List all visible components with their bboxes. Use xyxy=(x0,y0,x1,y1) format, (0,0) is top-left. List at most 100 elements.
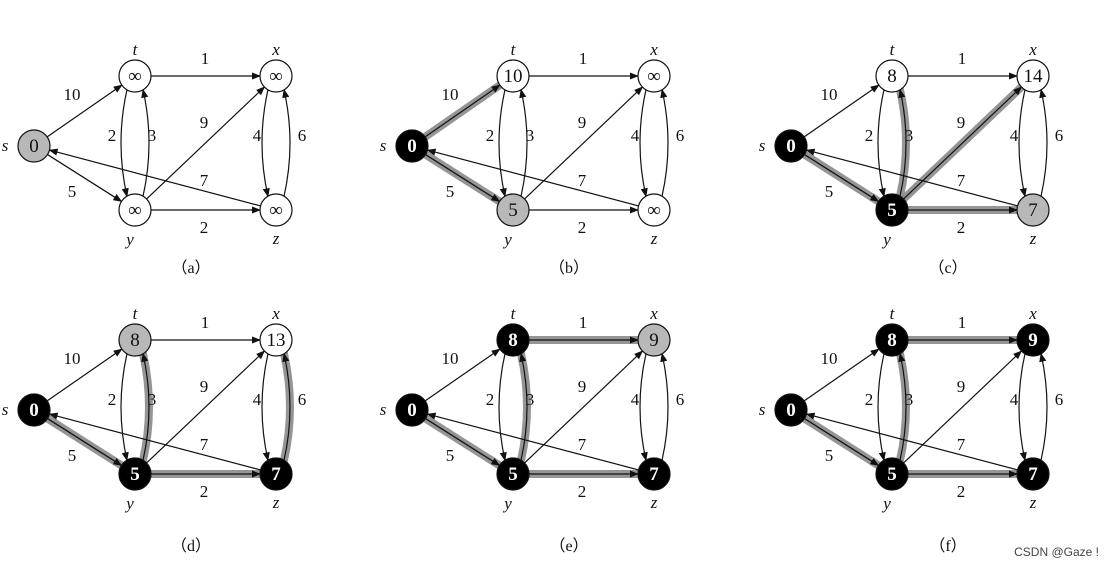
edge-weight-s-y: 5 xyxy=(825,446,834,465)
edge-weight-t-x: 1 xyxy=(958,313,967,332)
edge-weight-y-z: 2 xyxy=(578,218,587,237)
node-z xyxy=(259,457,293,491)
edge-x-z xyxy=(1018,89,1027,198)
node-t xyxy=(875,59,909,93)
edge-s-t xyxy=(803,348,880,402)
node-name-s: s xyxy=(759,400,766,419)
edge-weight-t-x: 1 xyxy=(201,49,210,68)
edge-z-x xyxy=(1039,352,1048,461)
edge-s-y xyxy=(47,154,123,202)
edge-weight-y-z: 2 xyxy=(957,218,966,237)
node-value-z: ∞ xyxy=(269,200,283,221)
edge-weight-x-z: 4 xyxy=(1010,390,1019,409)
edge-z-s xyxy=(48,412,261,471)
edge-weight-y-x: 9 xyxy=(957,377,966,396)
panel-caption: （f） xyxy=(929,537,966,555)
node-x xyxy=(259,323,293,357)
node-x xyxy=(1016,59,1050,93)
edge-weight-y-x: 9 xyxy=(578,113,587,132)
edge-s-t xyxy=(46,348,123,402)
edge-weight-y-t: 3 xyxy=(526,390,535,409)
panel-caption: （b） xyxy=(549,259,589,277)
edge-s-y xyxy=(47,418,123,466)
edge-weight-z-s: 7 xyxy=(957,171,966,190)
node-y xyxy=(875,193,909,227)
edge-weight-s-y: 5 xyxy=(446,182,455,201)
edge-y-x xyxy=(524,86,644,200)
node-name-s: s xyxy=(380,400,387,419)
edge-z-x xyxy=(282,352,291,461)
node-name-z: z xyxy=(272,493,280,512)
node-value-s: 0 xyxy=(786,136,796,157)
node-y xyxy=(118,193,152,227)
edge-z-x xyxy=(660,88,669,197)
edge-weight-t-y: 2 xyxy=(486,390,495,409)
edge-weight-x-z: 4 xyxy=(253,126,262,145)
node-value-x: 13 xyxy=(267,330,286,351)
edge-weight-s-t: 10 xyxy=(64,85,81,104)
edge-weight-t-y: 2 xyxy=(865,126,874,145)
edge-t-y xyxy=(877,353,886,462)
node-x xyxy=(259,59,293,93)
node-z xyxy=(637,193,671,227)
node-value-y: 5 xyxy=(887,200,897,221)
edge-weight-z-s: 7 xyxy=(578,435,587,454)
edge-y-t xyxy=(141,88,150,197)
edge-s-y xyxy=(804,154,880,202)
edge-weight-x-z: 4 xyxy=(631,390,640,409)
edge-z-s xyxy=(48,148,261,207)
node-name-x: x xyxy=(649,304,658,323)
edge-weight-y-z: 2 xyxy=(200,482,209,501)
node-value-y: ∞ xyxy=(128,200,142,221)
edge-y-x xyxy=(524,350,644,464)
node-name-z: z xyxy=(272,229,280,248)
node-s xyxy=(395,393,429,427)
node-value-s: 0 xyxy=(786,400,796,421)
edge-weight-s-y: 5 xyxy=(825,182,834,201)
edge-y-x xyxy=(146,350,266,464)
panel-caption: （d） xyxy=(171,537,211,555)
edge-weight-y-t: 3 xyxy=(148,126,157,145)
node-y xyxy=(496,193,530,227)
node-name-s: s xyxy=(380,136,387,155)
node-name-t: t xyxy=(511,40,517,59)
node-y xyxy=(496,457,530,491)
edge-weight-y-x: 9 xyxy=(957,113,966,132)
node-name-t: t xyxy=(133,40,139,59)
edge-weight-x-z: 4 xyxy=(631,126,640,145)
node-name-z: z xyxy=(1029,229,1037,248)
edge-y-x xyxy=(903,350,1023,464)
node-t xyxy=(118,59,152,93)
node-value-t: ∞ xyxy=(128,66,142,87)
edge-weight-y-z: 2 xyxy=(957,482,966,501)
edge-s-y xyxy=(804,418,880,466)
edge-weight-t-x: 1 xyxy=(579,49,588,68)
node-value-x: ∞ xyxy=(269,66,283,87)
edge-weight-y-x: 9 xyxy=(200,113,209,132)
edge-y-x xyxy=(146,86,266,200)
edge-weight-y-t: 3 xyxy=(905,126,914,145)
edge-weight-s-t: 10 xyxy=(442,349,459,368)
edge-weight-y-x: 9 xyxy=(578,377,587,396)
edge-z-s xyxy=(805,148,1018,207)
edge-weight-t-y: 2 xyxy=(865,390,874,409)
node-value-t: 8 xyxy=(508,330,518,351)
edge-z-s xyxy=(805,412,1018,471)
node-value-z: 7 xyxy=(649,464,659,485)
edge-weight-z-s: 7 xyxy=(200,435,209,454)
edge-weight-z-x: 6 xyxy=(676,390,685,409)
node-s xyxy=(774,129,808,163)
edge-y-t xyxy=(898,352,907,461)
edge-s-t xyxy=(424,348,501,402)
node-name-y: y xyxy=(502,494,512,513)
watermark: CSDN @Gaze ! xyxy=(1014,545,1099,559)
edge-weight-s-t: 10 xyxy=(821,349,838,368)
node-z xyxy=(637,457,671,491)
edge-z-x xyxy=(1039,88,1048,197)
edge-s-t xyxy=(46,84,123,138)
edge-x-z xyxy=(639,89,648,198)
node-t xyxy=(118,323,152,357)
edge-weight-x-z: 4 xyxy=(1010,126,1019,145)
node-x xyxy=(1016,323,1050,357)
